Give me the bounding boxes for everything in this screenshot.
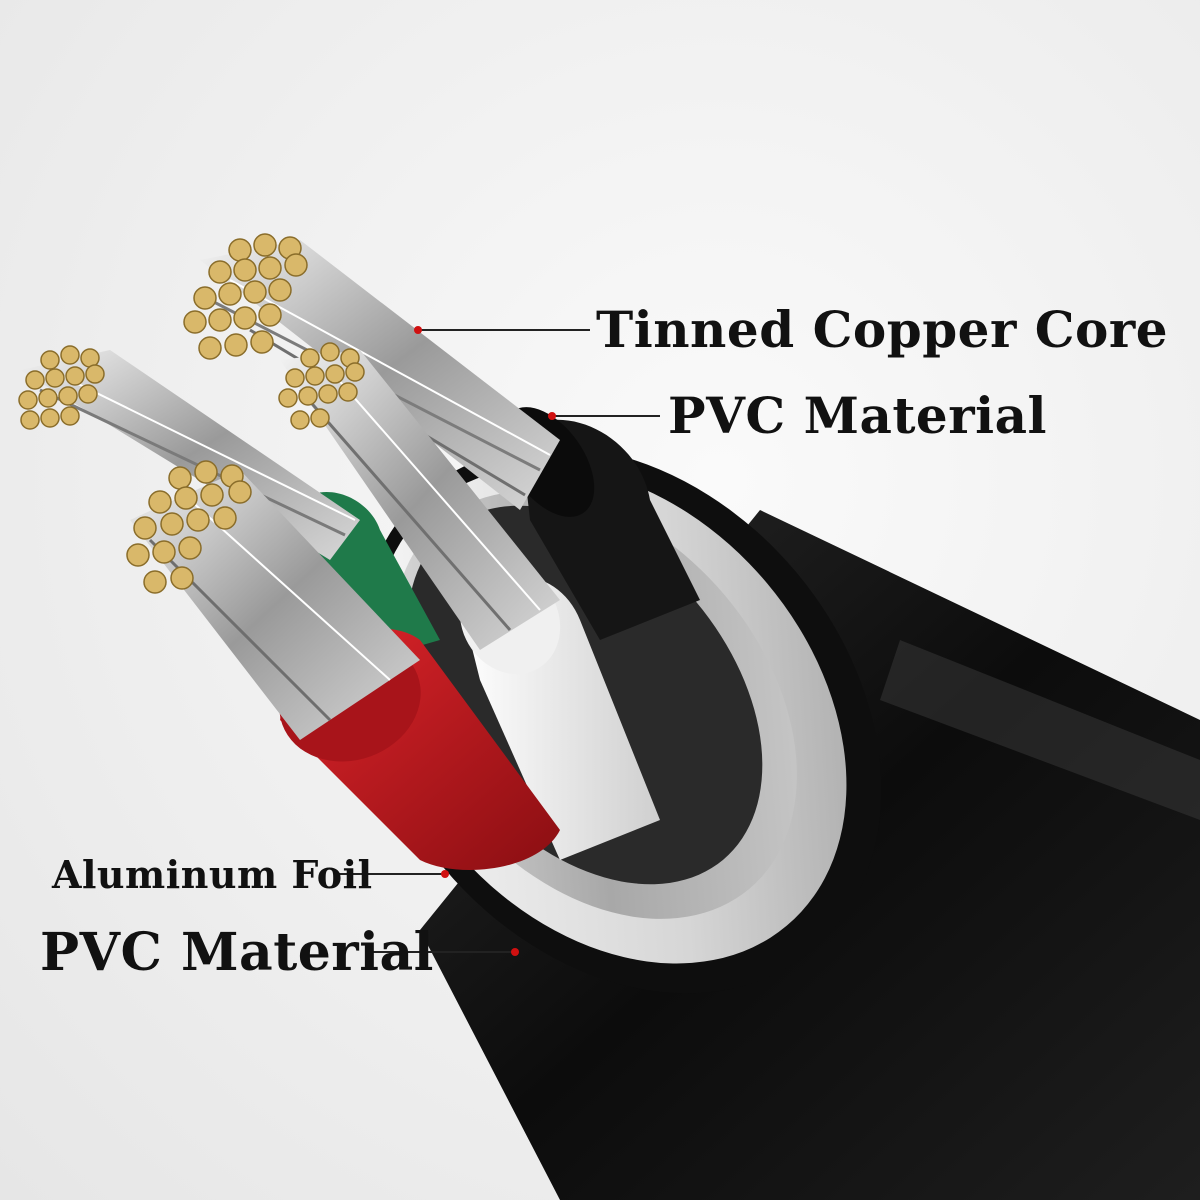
leader-pvc-material-inner xyxy=(548,412,660,420)
strand-tips-left xyxy=(18,345,105,430)
leader-pvc-material-outer xyxy=(368,948,519,956)
strand-tips-top xyxy=(183,233,308,360)
label-tinned-copper-core: Tinned Copper Core xyxy=(596,300,1169,359)
label-pvc-material-outer: PVC Material xyxy=(40,922,434,983)
wire-bundle-center xyxy=(280,350,560,650)
leader-tinned-copper-core xyxy=(414,326,590,334)
outer-jacket-highlight xyxy=(880,640,1200,820)
label-pvc-material-inner: PVC Material xyxy=(668,386,1047,445)
leader-aluminum-foil xyxy=(338,870,449,878)
strand-tips-bottom xyxy=(126,460,252,594)
strand-tips-center xyxy=(278,342,365,430)
label-aluminum-foil: Aluminum Foil xyxy=(52,852,373,897)
